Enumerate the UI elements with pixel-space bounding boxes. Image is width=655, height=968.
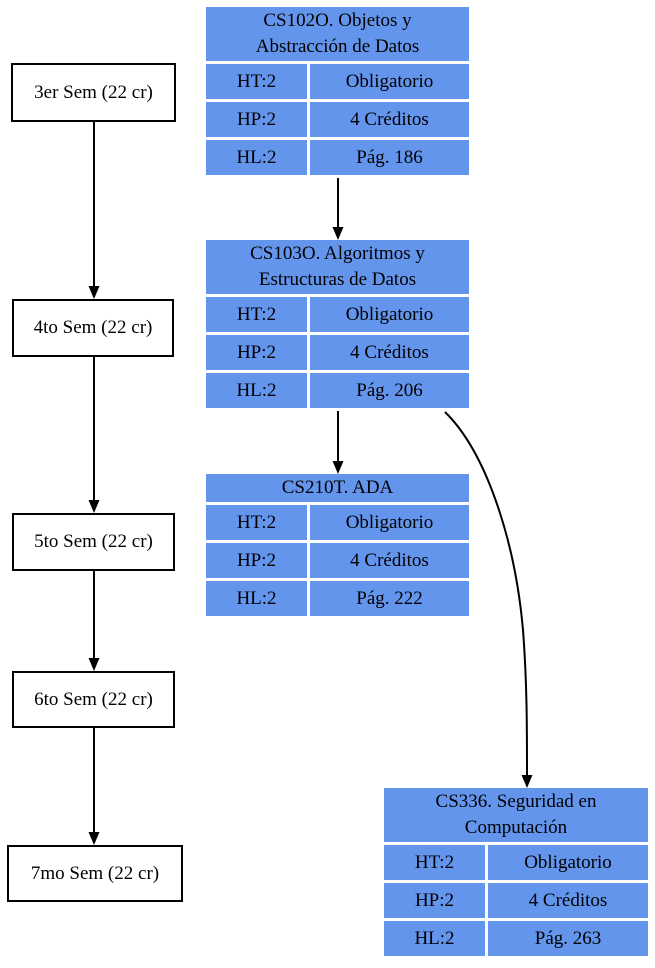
course-credits: 4 Créditos: [310, 543, 469, 578]
course-node-cs102o: CS102O. Objetos y Abstracción de Datos H…: [206, 7, 469, 175]
course-ht-label: HT:2: [206, 64, 307, 99]
course-credits: 4 Créditos: [310, 335, 469, 370]
semester-label: 7mo Sem (22 cr): [30, 862, 160, 884]
course-ht-label: HT:2: [206, 297, 307, 332]
course-ht-label: HT:2: [206, 505, 307, 540]
arrow-sem6-to-sem7: [88, 728, 100, 845]
course-hl-label: HL:2: [206, 140, 307, 175]
semester-label: 6to Sem (22 cr): [34, 688, 153, 710]
course-hp-label: HP:2: [206, 543, 307, 578]
semester-node-7mo: 7mo Sem (22 cr): [7, 845, 183, 902]
course-node-cs336: CS336. Seguridad en Computación HT:2 Obl…: [384, 788, 648, 956]
course-page: Pág. 186: [310, 140, 469, 175]
semester-label: 4to Sem (22 cr): [33, 317, 153, 338]
semester-node-4to: 4to Sem (22 cr): [12, 299, 174, 357]
course-type: Obligatorio: [310, 297, 469, 332]
course-title: CS210T. ADA: [206, 474, 469, 502]
arrow-sem5-to-sem6: [88, 571, 100, 671]
course-title: CS102O. Objetos y Abstracción de Datos: [206, 7, 469, 61]
arrow-cs103o-to-cs210t: [332, 411, 344, 474]
arrow-sem3-to-sem4: [88, 122, 100, 299]
course-page: Pág. 206: [310, 373, 469, 408]
course-ht-label: HT:2: [384, 845, 485, 880]
course-node-cs210t: CS210T. ADA HT:2 Obligatorio HP:2 4 Créd…: [206, 474, 469, 616]
course-title: CS336. Seguridad en Computación: [384, 788, 648, 842]
arrow-sem4-to-sem5: [88, 356, 100, 513]
course-hp-label: HP:2: [206, 335, 307, 370]
semester-node-6to: 6to Sem (22 cr): [12, 671, 175, 728]
course-type: Obligatorio: [310, 64, 469, 99]
course-node-cs103o: CS103O. Algoritmos y Estructuras de Dato…: [206, 240, 469, 408]
course-hl-label: HL:2: [206, 373, 307, 408]
semester-label: 3er Sem (22 cr): [34, 81, 153, 103]
course-hl-label: HL:2: [384, 921, 485, 956]
course-credits: 4 Créditos: [488, 883, 648, 918]
course-title: CS103O. Algoritmos y Estructuras de Dato…: [206, 240, 469, 294]
course-hp-label: HP:2: [206, 102, 307, 137]
course-hl-label: HL:2: [206, 581, 307, 616]
arrow-cs102o-to-cs103o: [332, 178, 344, 240]
course-type: Obligatorio: [310, 505, 469, 540]
course-page: Pág. 222: [310, 581, 469, 616]
semester-node-5to: 5to Sem (22 cr): [12, 513, 175, 571]
course-credits: 4 Créditos: [310, 102, 469, 137]
course-hp-label: HP:2: [384, 883, 485, 918]
course-page: Pág. 263: [488, 921, 648, 956]
semester-node-3er: 3er Sem (22 cr): [11, 63, 176, 122]
semester-label: 5to Sem (22 cr): [34, 531, 153, 552]
course-type: Obligatorio: [488, 845, 648, 880]
